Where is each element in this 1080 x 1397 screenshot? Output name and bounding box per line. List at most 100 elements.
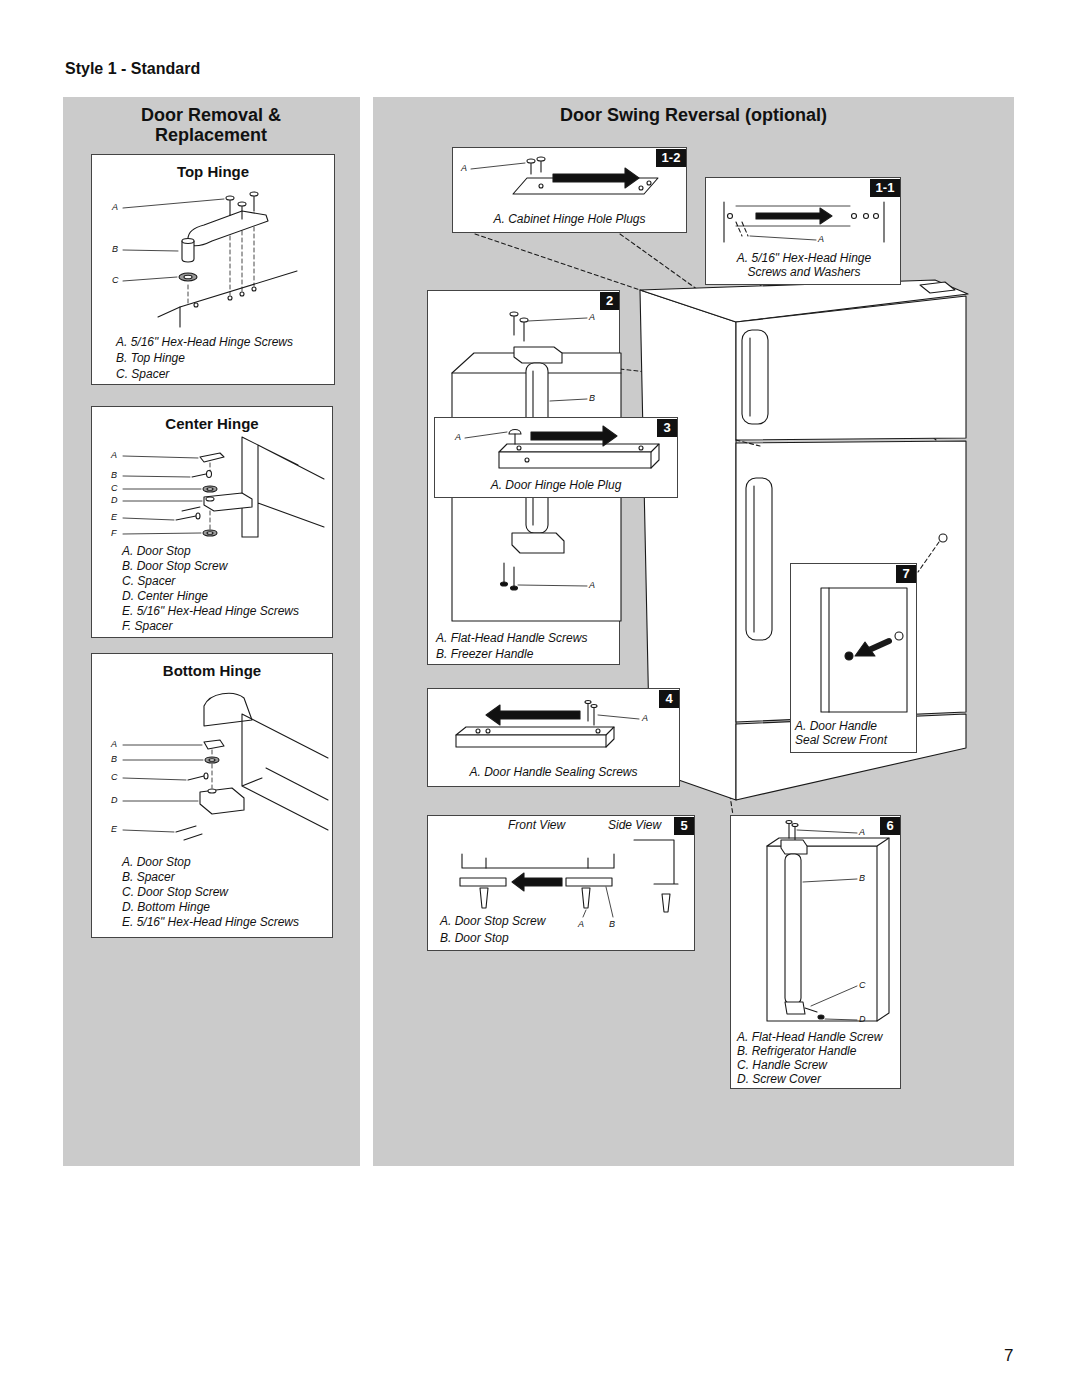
step-number: 3 [657,419,677,437]
drawing-path [462,854,614,868]
drawing-path [176,826,202,840]
key-text: E. 5/16" Hex-Head Hinge Screws [122,915,327,929]
drawing-circle [486,729,490,733]
drawing-path [736,714,966,800]
drawing-path [204,740,224,749]
drawing-path [253,195,254,211]
drawing-path [749,338,750,416]
drawing-path [180,271,297,327]
drawing-path [200,453,224,462]
drawing-path [512,873,562,891]
panel-heading: Door Swing Reversal (optional) [373,105,1014,125]
step-number: 7 [896,565,916,583]
step-box: 1-1A. 5/16" Hex-Head Hinge Screws and Wa… [705,177,901,285]
drawing-path [123,199,224,281]
step-box: Bottom HingeA. Door StopB. SpacerC. Door… [91,653,333,938]
key-text: A. Door Handle Seal Screw Front [795,719,895,747]
key-text: C. Spacer [116,367,331,381]
drawing-path [242,714,328,830]
instruction-panel: Door Swing Reversal (optional) 1-2A. Cab… [373,97,1014,1166]
drawing-path [553,168,639,188]
key-text: D. Screw Cover [737,1072,899,1086]
drawing-path [797,830,857,1020]
key-text: F. Spacer [122,619,327,633]
step-box: 4A. Door Handle Sealing Screws [427,688,680,787]
drawing-path [499,444,659,452]
drawing-path [475,234,640,290]
drawing-ellipse [527,159,535,163]
drawing-ellipse [250,192,258,196]
step-number: 1-1 [870,179,900,197]
drawing-circle [240,292,244,296]
drawing-path [229,199,230,215]
drawing-path [662,894,670,912]
key-text: A. Door Stop [122,544,327,558]
drawing-circle [845,652,853,660]
key-text: E. 5/16" Hex-Head Hinge Screws [122,604,327,618]
key-text: A. Door Hinge Hole Plug [435,478,677,492]
drawing-path [465,432,507,438]
drawing-ellipse [208,789,216,793]
drawing-path [514,347,562,363]
view-caption: Side View [608,818,672,832]
drawing-path [192,474,206,477]
box-heading: Top Hinge [92,163,334,181]
drawing-path [756,208,832,224]
drawing-circle [228,296,232,300]
drawing-path [918,542,939,572]
drawing-circle [874,214,879,219]
drawing-path [210,463,211,529]
drawing-path [486,705,580,725]
drawing-path [176,507,200,520]
drawing-circle [864,214,869,219]
step-number: 2 [600,292,619,310]
drawing-ellipse [204,773,208,779]
drawing-path [499,452,651,468]
key-text: A. Flat-Head Handle Screw [737,1030,899,1044]
instruction-panel: Door Removal & Replacement Top HingeA. 5… [63,97,360,1166]
step-number: 4 [659,690,679,708]
key-text: B. Top Hinge [116,351,331,365]
drawing-circle [639,446,643,450]
drawing-path [651,444,659,468]
drawing-circle [852,214,857,219]
drawing-circle [525,458,529,462]
drawing-path [241,205,242,219]
key-text: A. Door Stop [122,855,327,869]
drawing-path [877,838,889,1021]
drawing-circle [647,181,651,185]
drawing-path [471,163,525,169]
drawing-rect [821,588,907,712]
box-heading: Bottom Hinge [92,662,332,680]
drawing-path [204,493,252,511]
drawing-path [158,307,180,317]
drawing-rect [785,854,801,1004]
drawing-path [512,533,564,553]
drawing-path [456,727,614,735]
key-text: B. Refrigerator Handle [737,1044,899,1058]
drawing-path [204,693,252,726]
drawing-ellipse [818,1015,824,1019]
drawing-ellipse [179,273,197,281]
drawing-path [767,846,877,1021]
drawing-circle [596,729,600,733]
drawing-ellipse [184,275,192,279]
drawing-path [566,878,612,886]
drawing-ellipse [510,312,518,316]
drawing-ellipse [205,757,219,763]
drawing-ellipse [501,582,508,586]
drawing-ellipse [238,202,246,206]
drawing-path [855,642,875,656]
key-text: D. Bottom Hinge [122,900,327,914]
drawing-ellipse [209,759,215,762]
drawing-circle [476,729,480,733]
drawing-path [828,588,829,712]
drawing-path [606,727,614,747]
drawing-circle [252,287,256,291]
drawing-ellipse [182,239,194,244]
step-number: 6 [880,817,900,835]
key-text: A. Cabinet Hinge Hole Plugs [453,212,686,226]
key-text: B. Door Stop [440,931,575,945]
drawing-path [869,641,889,650]
